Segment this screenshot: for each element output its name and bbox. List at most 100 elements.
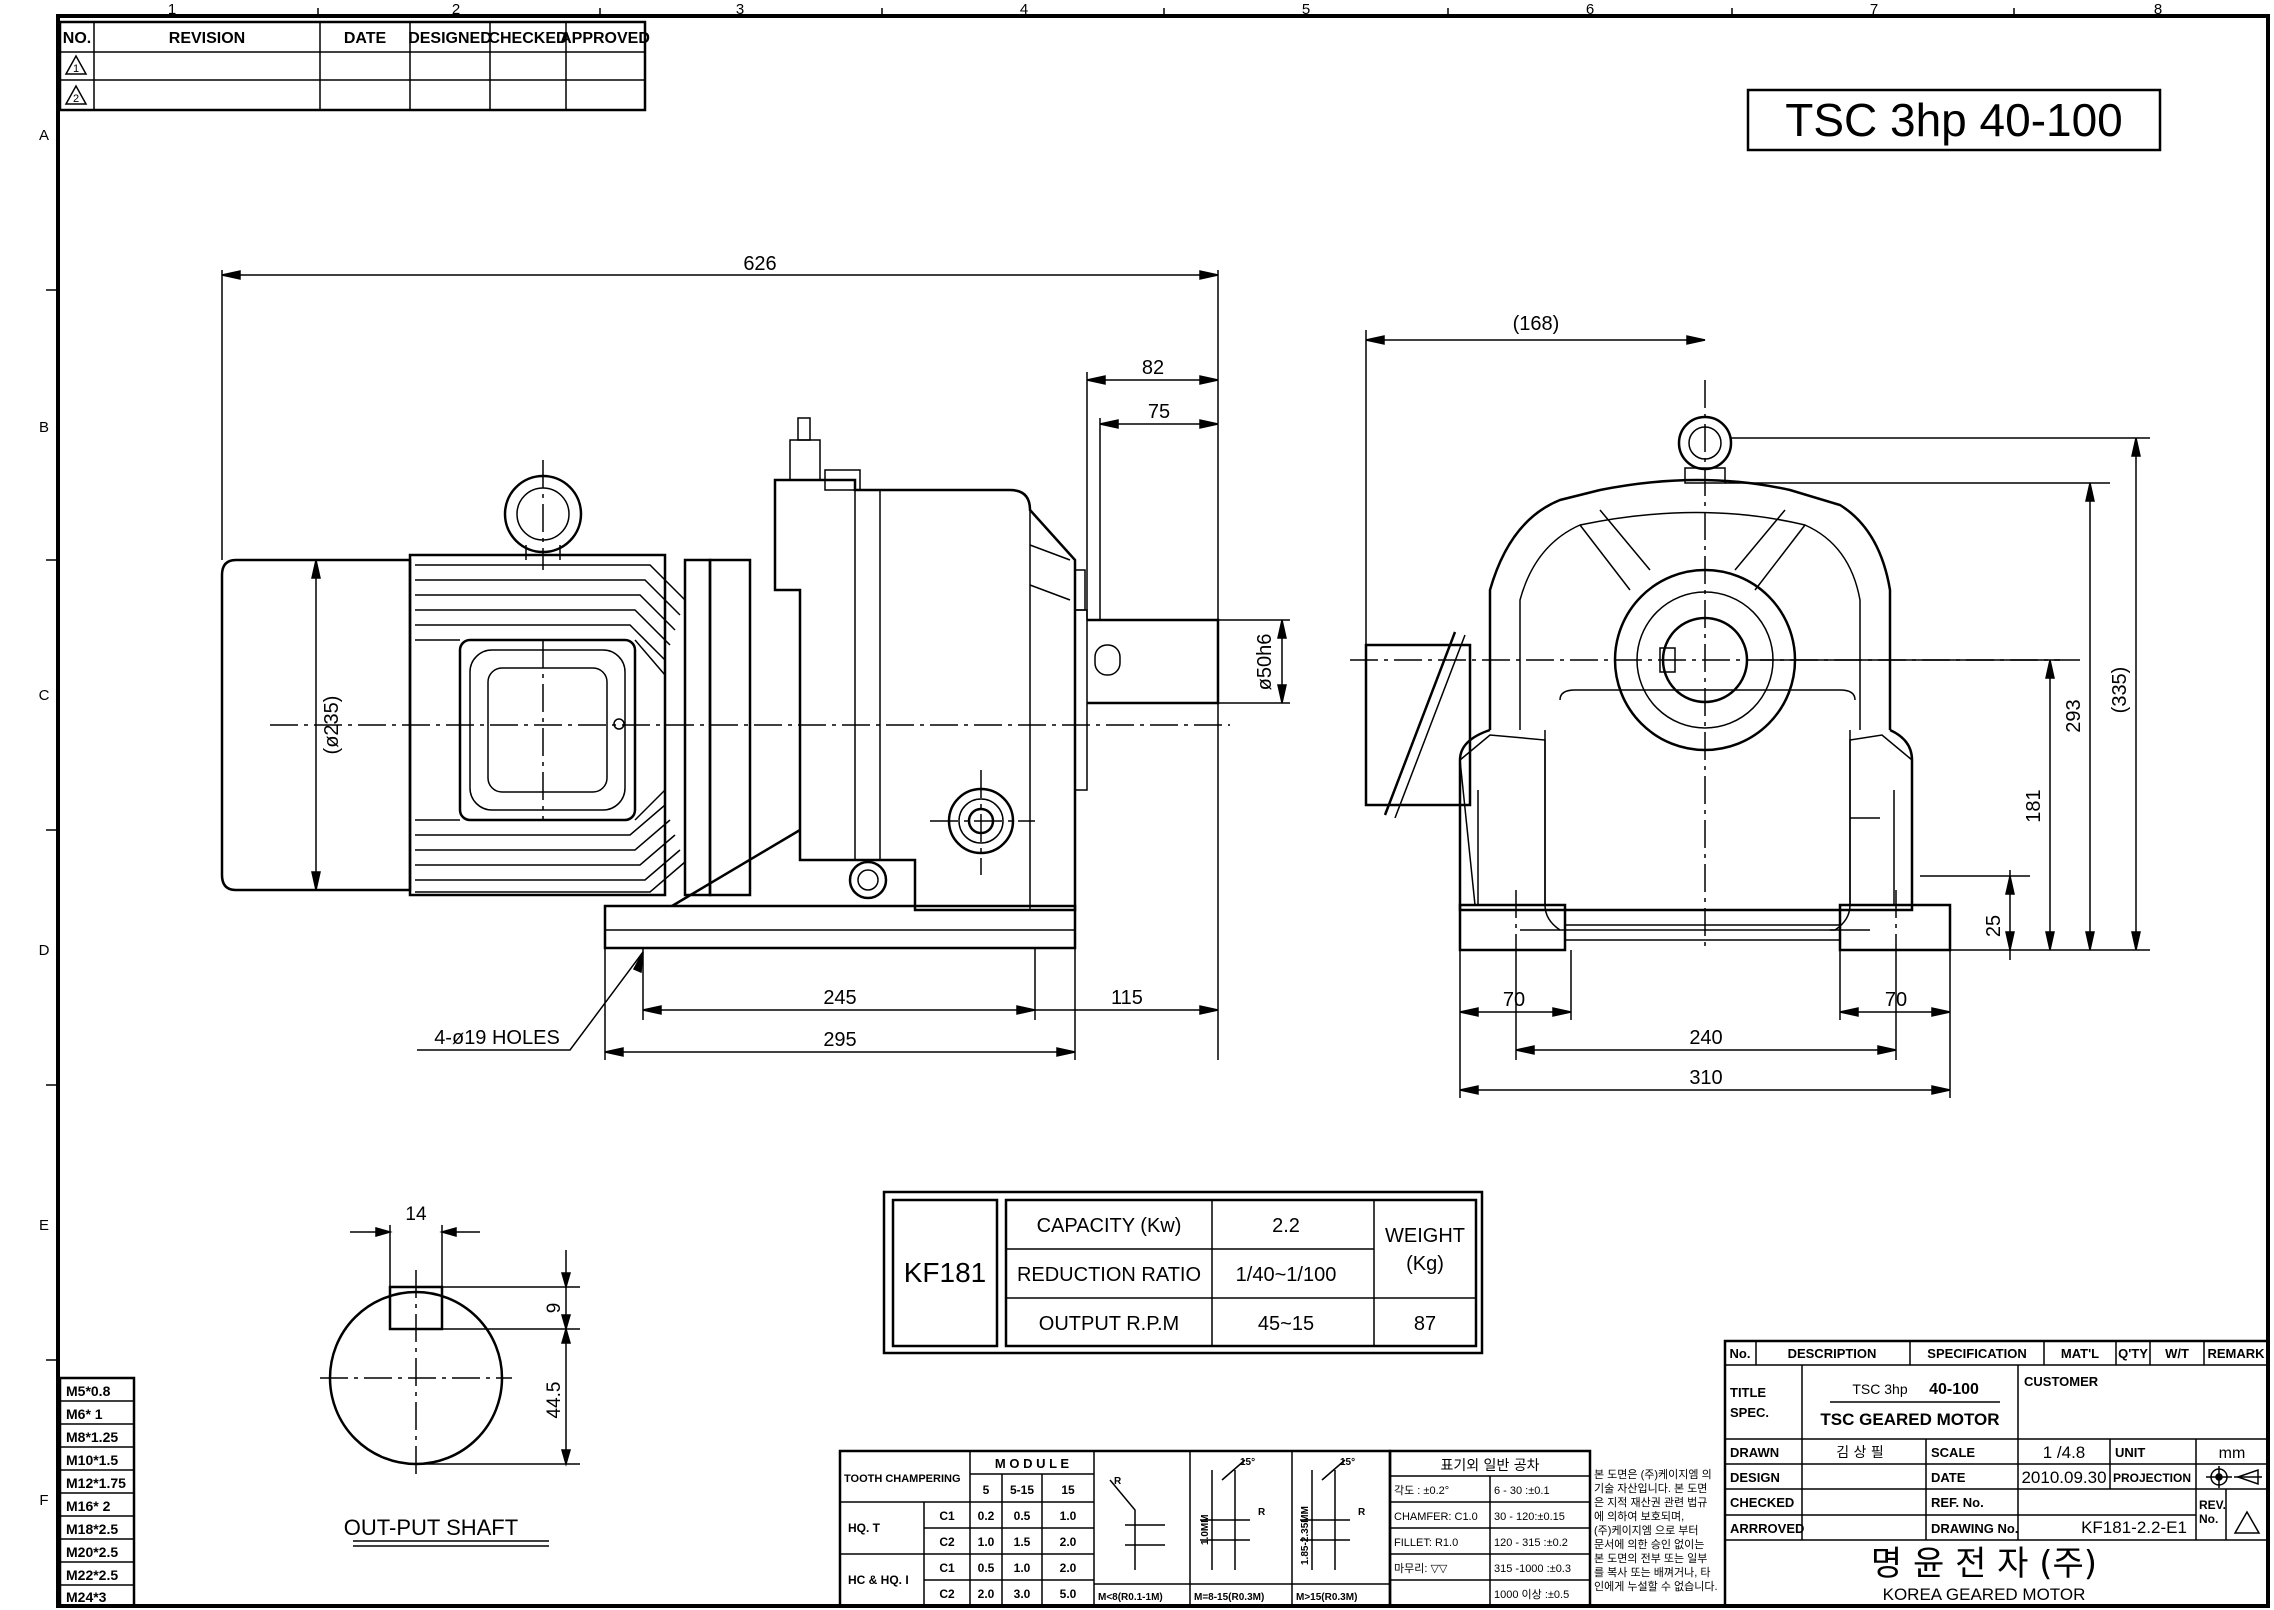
thread-spec: M8*1.25 xyxy=(66,1429,118,1445)
zone-row: D xyxy=(39,942,50,959)
projection-symbol-icon xyxy=(2206,1466,2262,1488)
front-view-dimensions: (168) (335) 293 181 25 70 70 240 310 xyxy=(1365,313,2150,1098)
tb-date-value: 2010.09.30 xyxy=(2021,1468,2106,1487)
spec-label: OUTPUT R.P.M xyxy=(1039,1313,1179,1335)
thread-spec: M16* 2 xyxy=(66,1498,111,1514)
tooth-cell: 2.0 xyxy=(1060,1535,1077,1549)
zone-row-labels: A B C D E F xyxy=(39,127,50,1509)
rev-header: APPROVED xyxy=(560,30,650,47)
tb-company-en: KOREA GEARED MOTOR xyxy=(1883,1585,2086,1604)
dim-70-right: 70 xyxy=(1885,989,1907,1011)
tooth-chamfering-table: TOOTH CHAMPERING M O D U L E 5 5-15 15 H… xyxy=(838,1449,1392,1608)
tooth-row-c: C2 xyxy=(939,1535,955,1549)
thread-table: M5*0.8 M6* 1 M8*1.25 M10*1.5 M12*1.75 M1… xyxy=(58,1376,136,1608)
spec-model: KF181 xyxy=(904,1257,987,1288)
dim-245: 245 xyxy=(823,987,856,1009)
tb-drawing-label: DRAWING No. xyxy=(1931,1521,2018,1536)
sketch-dim: R xyxy=(1114,1476,1122,1487)
tooth-row-c: C1 xyxy=(939,1509,955,1523)
dim-168: (168) xyxy=(1513,313,1560,335)
tb-title-small: TSC 3hp xyxy=(1852,1381,1907,1397)
dim-181: 181 xyxy=(2023,789,2045,822)
tb-header: DESCRIPTION xyxy=(1788,1346,1877,1361)
tb-spec-label: SPEC. xyxy=(1730,1405,1769,1420)
module-header: M O D U L E xyxy=(995,1456,1069,1471)
tooth-row-c: C1 xyxy=(939,1561,955,1575)
tb-drawing-value: KF181-2.2-E1 xyxy=(2081,1518,2187,1537)
tooth-title: TOOTH CHAMPERING xyxy=(844,1473,961,1485)
tolerance-right: 120 - 315 :±0.2 xyxy=(1494,1537,1568,1549)
dim-key-depth: 9 xyxy=(544,1303,565,1314)
zone-col: 3 xyxy=(736,1,744,18)
dim-shaft-height: 44.5 xyxy=(544,1382,565,1419)
tb-date-label: DATE xyxy=(1931,1470,1966,1485)
tb-header: No. xyxy=(1730,1346,1751,1361)
tooth-cell: 3.0 xyxy=(1014,1587,1031,1601)
dim-295: 295 xyxy=(823,1029,856,1051)
dim-key-width: 14 xyxy=(405,1204,427,1225)
sketch-label: M>15(R0.3M) xyxy=(1296,1592,1357,1603)
dim-70-left: 70 xyxy=(1503,989,1525,1011)
dim-293: 293 xyxy=(2063,699,2085,732)
dim-115: 115 xyxy=(1111,987,1143,1009)
dim-335: (335) xyxy=(2109,667,2131,714)
zone-column-labels: 1 2 3 4 5 6 7 8 xyxy=(168,1,2162,18)
weight-header: WEIGHT xyxy=(1385,1225,1465,1247)
model-title-box: TSC 3hp 40-100 xyxy=(1746,88,2162,152)
zone-col: 2 xyxy=(452,1,460,18)
shaft-caption: OUT-PUT SHAFT xyxy=(344,1515,518,1540)
rev-header: CHECKED xyxy=(488,30,567,47)
zone-col: 8 xyxy=(2154,1,2162,18)
tooth-cell: 5.0 xyxy=(1060,1587,1077,1601)
tb-scale-value: 1 /4.8 xyxy=(2043,1443,2086,1462)
tooth-cell: 0.5 xyxy=(1014,1509,1031,1523)
thread-spec: M10*1.5 xyxy=(66,1452,118,1468)
module-col: 5-15 xyxy=(1010,1483,1034,1497)
zone-col: 6 xyxy=(1586,1,1594,18)
rev-header: DATE xyxy=(344,30,387,47)
tooth-cell: 1.5 xyxy=(1014,1535,1031,1549)
revision-triangle-2: 2 xyxy=(64,84,88,105)
dim-shaft-dia: ø50h6 xyxy=(1254,634,1276,691)
tb-unit-label: UNIT xyxy=(2115,1445,2145,1460)
tb-rev-label: REV. xyxy=(2199,1498,2226,1512)
tb-drawn-value: 김 상 필 xyxy=(1836,1445,1884,1461)
model-title: TSC 3hp 40-100 xyxy=(1785,94,2123,146)
tb-title-desc: TSC GEARED MOTOR xyxy=(1820,1410,1999,1429)
sketch-dim: 15° xyxy=(1340,1457,1355,1468)
sketch-dim: R xyxy=(1358,1507,1366,1518)
spec-value: 2.2 xyxy=(1272,1215,1300,1237)
tb-design-label: DESIGN xyxy=(1730,1470,1780,1485)
revision-table: NO. REVISION DATE DESIGNED CHECKED APPRO… xyxy=(58,20,650,112)
dim-motor-dia: (ø235) xyxy=(321,696,343,755)
sketch-label: M=8-15(R0.3M) xyxy=(1194,1592,1264,1603)
tolerance-table: 표기외 일반 공차 각도 : ±0.2° CHAMFER: C1.0 FILLE… xyxy=(1388,1449,1592,1608)
thread-spec: M24*3 xyxy=(66,1589,107,1605)
svg-text:2: 2 xyxy=(73,93,79,105)
tolerance-left: CHAMFER: C1.0 xyxy=(1394,1511,1478,1523)
sketch-dim: 1.0MM xyxy=(1200,1514,1211,1545)
output-shaft-section: 14 9 44.5 OUT-PUT SHAFT xyxy=(320,1204,580,1547)
zone-row: B xyxy=(39,419,49,436)
tolerance-left: FILLET: R1.0 xyxy=(1394,1537,1458,1549)
svg-text:를 복사 또는 배껴거나, 타: 를 복사 또는 배껴거나, 타 xyxy=(1594,1566,1710,1579)
rev-header: NO. xyxy=(63,30,91,47)
tb-header: MAT'L xyxy=(2061,1346,2099,1361)
drawing-border xyxy=(46,8,2270,1608)
tooth-group-1: HQ. T xyxy=(848,1521,881,1535)
dim-82: 82 xyxy=(1142,357,1164,379)
tooth-cell: 0.2 xyxy=(978,1509,995,1523)
zone-row: E xyxy=(39,1217,49,1234)
tb-header: Q'TY xyxy=(2118,1346,2148,1361)
dim-240: 240 xyxy=(1689,1027,1722,1049)
tooth-cell: 1.0 xyxy=(1060,1509,1077,1523)
tb-header: REMARK xyxy=(2207,1346,2265,1361)
tb-header: W/T xyxy=(2165,1346,2189,1361)
spec-value: 1/40~1/100 xyxy=(1236,1264,1337,1286)
tb-approved-label: ARRROVED xyxy=(1730,1521,1804,1536)
zone-col: 1 xyxy=(168,1,176,18)
zone-row: F xyxy=(39,1492,48,1509)
title-block: No. DESCRIPTION SPECIFICATION MAT'L Q'TY… xyxy=(1723,1339,2270,1608)
revision-triangle-icon xyxy=(2233,1510,2261,1534)
